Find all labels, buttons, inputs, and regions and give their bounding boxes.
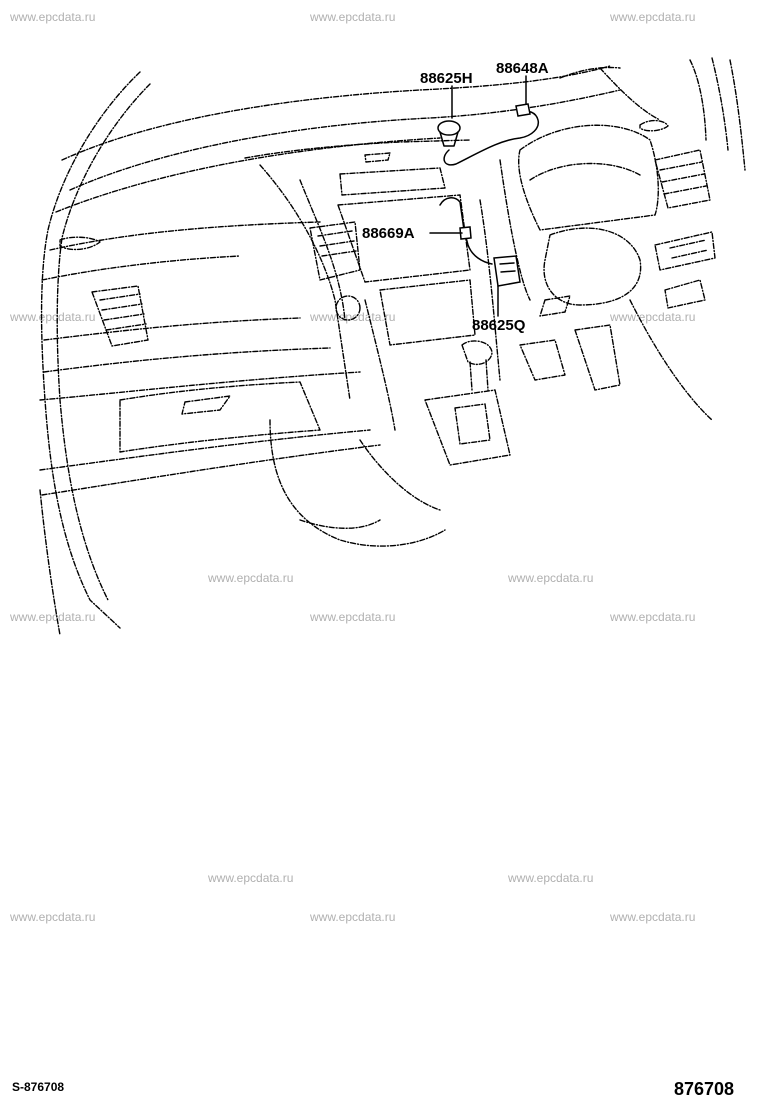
watermark: www.epcdata.ru (309, 610, 395, 624)
connector-88648a-part (515, 103, 531, 117)
watermark: www.epcdata.ru (507, 871, 593, 885)
callout-88669a-label: 88669A (362, 225, 415, 242)
watermark: www.epcdata.ru (609, 610, 695, 624)
watermarks: www.epcdata.ru www.epcdata.ru www.epcdat… (9, 10, 695, 924)
illustration-code-right: 876708 (674, 1079, 734, 1099)
watermark: www.epcdata.ru (9, 910, 95, 924)
watermark: www.epcdata.ru (609, 10, 695, 24)
callout-88625q-label: 88625Q (472, 317, 526, 334)
connector-88669a-part (459, 226, 472, 240)
watermark: www.epcdata.ru (507, 571, 593, 585)
watermark: www.epcdata.ru (309, 10, 395, 24)
watermark: www.epcdata.ru (9, 610, 95, 624)
watermark: www.epcdata.ru (9, 10, 95, 24)
watermark: www.epcdata.ru (9, 310, 95, 324)
watermark: www.epcdata.ru (609, 310, 695, 324)
leader-lines (429, 75, 527, 317)
illustration-code-left: S-876708 (12, 1080, 64, 1094)
watermark: www.epcdata.ru (309, 910, 395, 924)
dashboard-illustration (39, 57, 746, 636)
parts (437, 103, 540, 287)
watermark: www.epcdata.ru (609, 910, 695, 924)
callout-88625h-label: 88625H (420, 70, 473, 87)
watermark: www.epcdata.ru (207, 871, 293, 885)
callout-88648a-label: 88648A (496, 60, 549, 77)
watermark: www.epcdata.ru (309, 310, 395, 324)
watermark: www.epcdata.ru (207, 571, 293, 585)
sensor-88625h-part (437, 120, 461, 136)
